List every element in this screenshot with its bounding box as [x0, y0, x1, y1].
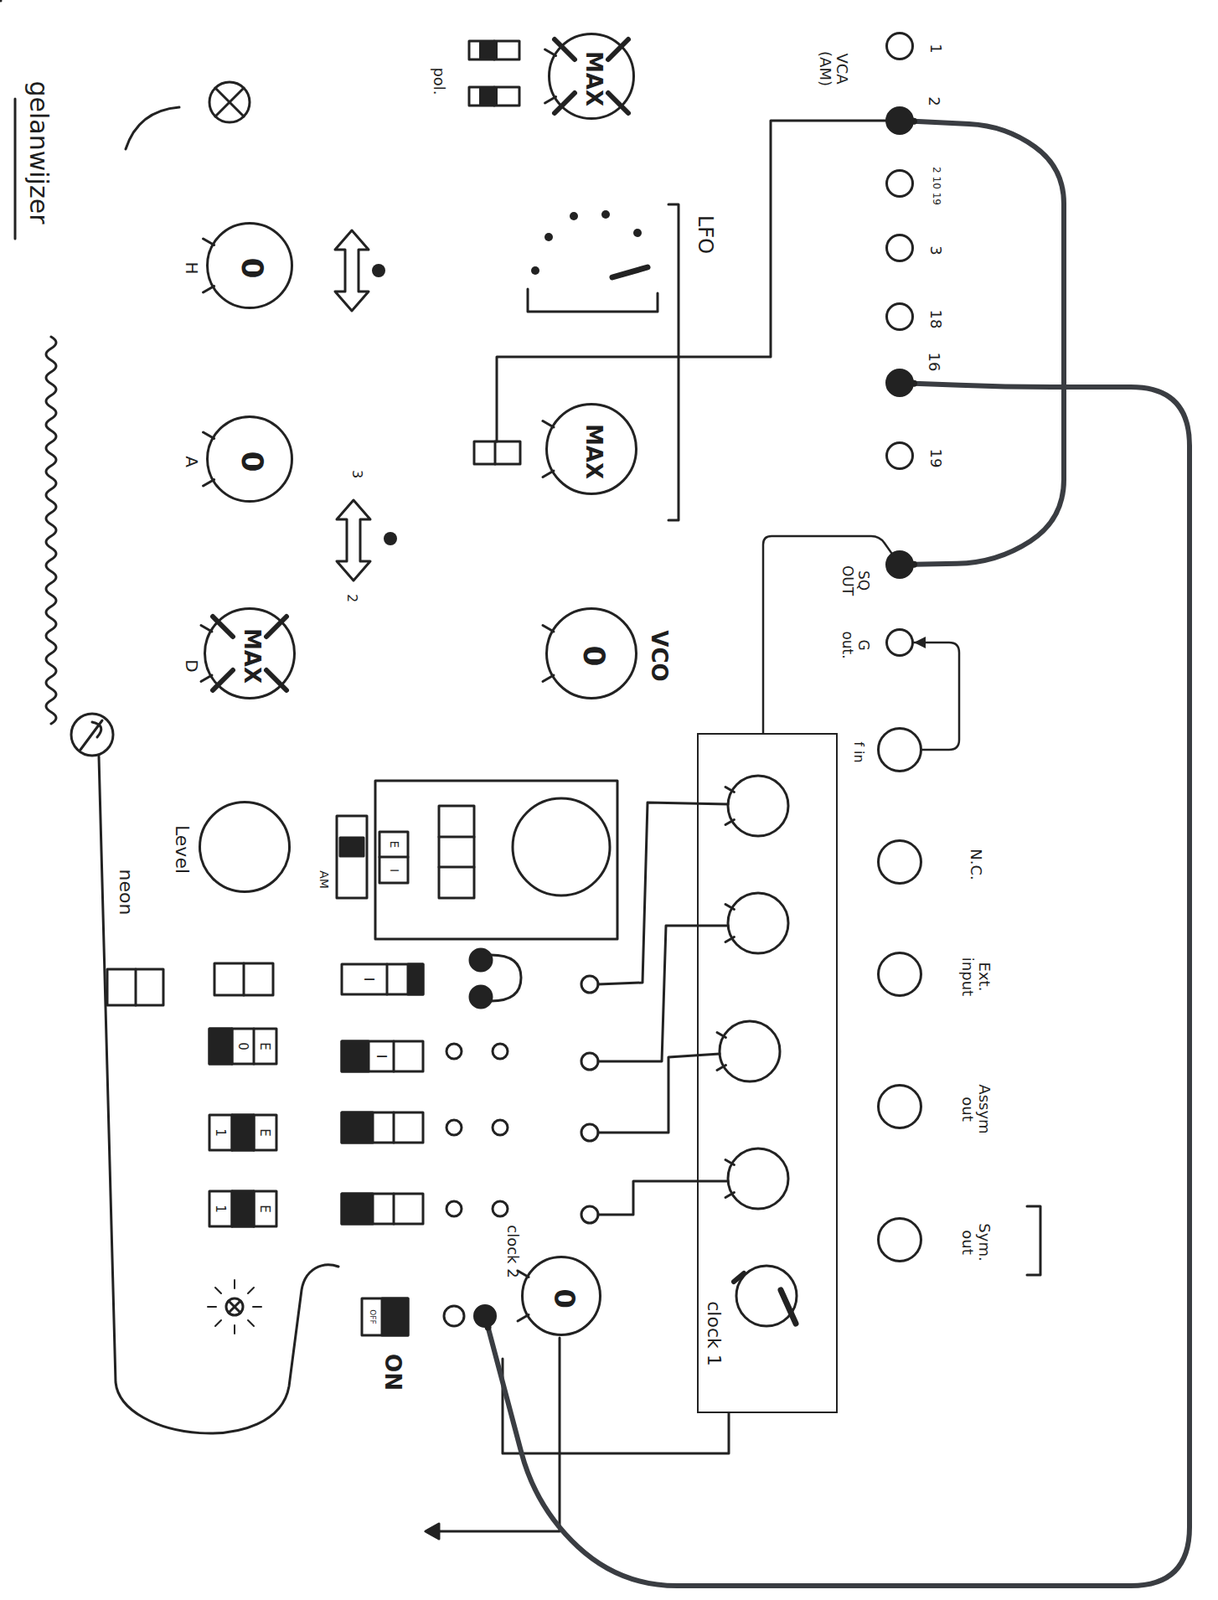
input-jack: f in	[877, 727, 923, 773]
patch-cable	[485, 380, 1190, 1586]
knob-value: 0	[577, 645, 611, 666]
panel-label: gelanwijzer	[25, 81, 53, 225]
knob: 0H	[206, 221, 294, 310]
patch-jack: 1	[885, 31, 914, 61]
knob-value: MAX	[582, 423, 607, 480]
part-label: 2 10 19	[929, 166, 941, 206]
knob: MAX	[547, 32, 635, 120]
arrow-head	[913, 636, 926, 649]
patch-jack: 2 10 19	[885, 169, 914, 198]
connector-line	[913, 642, 960, 750]
part-label: 16	[925, 352, 943, 372]
patch-jack: 19	[885, 441, 914, 470]
knob-value: MAX	[240, 628, 265, 684]
part-label: 1	[927, 43, 945, 53]
panel-label: AM	[316, 870, 330, 889]
panel-label: 0	[236, 1042, 251, 1051]
part-label: VCO	[647, 629, 672, 682]
output-jack: Sym. out	[877, 1217, 923, 1263]
part-label: 18	[927, 309, 945, 330]
knob: 0A	[206, 415, 294, 503]
knob-value: 0	[235, 257, 269, 279]
knob: Level	[198, 800, 291, 893]
part-label: Sym. out	[959, 1218, 993, 1266]
part-label: clock 2	[504, 1224, 522, 1278]
patch-jack: SQ OUT	[885, 550, 914, 579]
patch-jack: 3	[885, 233, 914, 263]
panel-label: 2	[344, 593, 360, 603]
output-jack: Assym out	[877, 1083, 923, 1130]
patch-jack: 2	[885, 106, 914, 135]
panel-label: I	[373, 1054, 389, 1059]
panel-label: E	[258, 1204, 273, 1213]
patch-wire	[763, 536, 892, 733]
clock-section-box: clock 1	[696, 732, 838, 1414]
knob: 0	[521, 1255, 602, 1337]
panel-label: 3	[349, 469, 365, 479]
patch-cable	[910, 118, 1064, 568]
part-label: SQ OUT	[839, 562, 871, 599]
part-label: H	[182, 261, 202, 274]
panel-label: VCA (AM)	[816, 49, 851, 88]
part-label: A	[182, 455, 202, 468]
knob-value: MAX	[582, 51, 607, 107]
knob-value: 0	[235, 450, 269, 472]
panel-label: E	[258, 1128, 273, 1136]
knob: MAX	[545, 402, 638, 496]
part-label: Ext. input	[959, 953, 993, 1001]
part-label: D	[182, 659, 202, 672]
connector-line	[763, 536, 892, 733]
patch-jack: G out.	[885, 628, 914, 657]
panel-label: pol.	[430, 67, 448, 95]
patch-jack: 18	[885, 302, 914, 331]
part-label: Assym out	[959, 1081, 993, 1137]
knob: 0VCO	[545, 607, 638, 700]
part-label: Level	[171, 825, 192, 874]
panel-label: 1	[213, 1204, 228, 1213]
knob-value: 0	[547, 1288, 579, 1309]
part-label: 3	[927, 245, 945, 255]
panel-label: E	[258, 1042, 273, 1050]
panel-label: I	[387, 868, 400, 873]
input-jack: Ext. input	[877, 951, 923, 997]
panel-label: E	[387, 841, 400, 849]
part-label: 2	[925, 96, 943, 106]
input-jack: N.C.	[877, 839, 923, 885]
panel-label: I	[361, 977, 377, 982]
panel-label: neon	[115, 869, 136, 916]
knob: MAXD	[203, 607, 296, 700]
patch-jack: 16	[885, 368, 914, 398]
panel-label: LFO	[694, 215, 717, 254]
patch-wire	[913, 636, 960, 750]
panel-label: ON	[381, 1353, 406, 1391]
part-label: G out.	[839, 626, 871, 664]
connector-line	[488, 383, 1190, 1586]
patch-jack: clock 2	[473, 1304, 497, 1328]
part-label: 19	[927, 449, 945, 469]
part-label: N.C.	[967, 848, 985, 880]
part-label: f in	[851, 741, 867, 763]
section-title: clock 1	[703, 1300, 724, 1367]
panel-label: 1	[213, 1128, 228, 1137]
connector-line	[913, 121, 1064, 565]
panel-label: OFF	[367, 1309, 377, 1324]
